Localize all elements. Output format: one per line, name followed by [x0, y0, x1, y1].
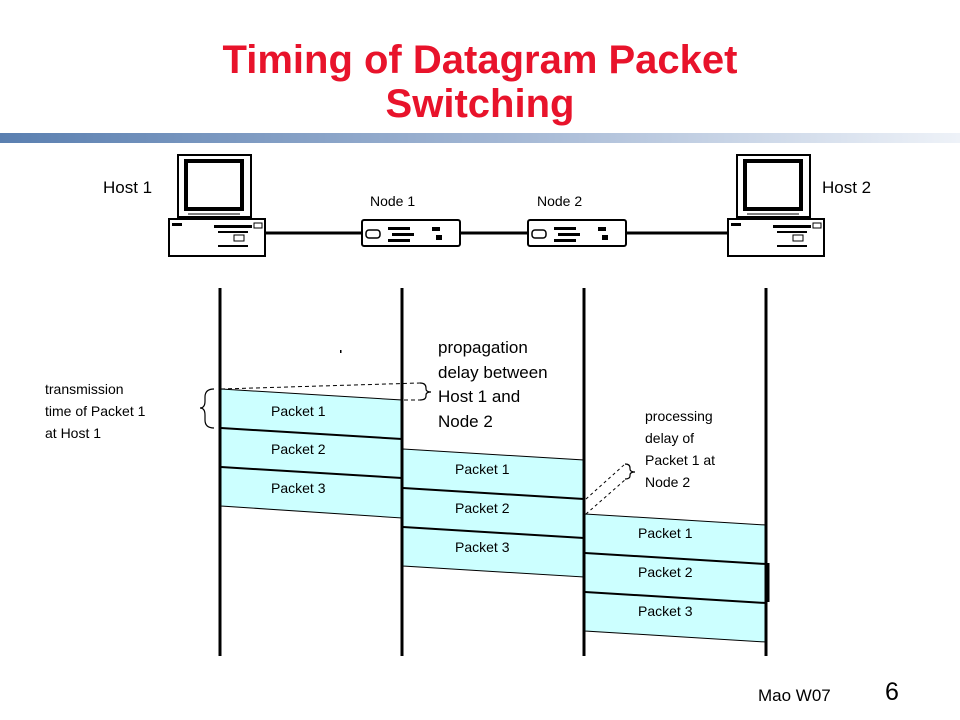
node2-router-icon — [527, 219, 627, 247]
processing-annotation: processing delay of Packet 1 at Node 2 — [645, 408, 719, 490]
packet-label: Packet 2 — [455, 500, 510, 516]
topology: Host 1 Host 2 Node 1 Node 2 — [103, 154, 871, 257]
packet-label: Packet 2 — [638, 564, 693, 580]
packet-label: Packet 1 — [638, 525, 693, 541]
title-line-2: Switching — [385, 82, 575, 126]
packet-label: Packet 2 — [271, 441, 326, 457]
packet-blocks-host1: Packet 1 Packet 2 Packet 3 — [220, 388, 403, 519]
packet-label: Packet 3 — [455, 539, 510, 555]
page-number: 6 — [885, 678, 899, 706]
processing-brace — [624, 463, 636, 480]
packet-blocks-node1: Packet 1 Packet 2 Packet 3 — [402, 448, 585, 578]
slide-title: Timing of Datagram Packet Switching — [0, 38, 960, 126]
host2-computer-icon — [727, 154, 825, 257]
host1-label: Host 1 — [103, 178, 152, 197]
transmission-annotation: transmission time of Packet 1 at Host 1 — [45, 381, 149, 441]
packet-label: Packet 1 — [455, 461, 510, 477]
propagation-annotation: propagation delay between Host 1 and Nod… — [438, 338, 552, 431]
packet-label: Packet 1 — [271, 403, 326, 419]
node1-label: Node 1 — [370, 193, 415, 209]
host2-label: Host 2 — [822, 178, 871, 197]
host1-computer-icon — [168, 154, 266, 257]
title-line-1: Timing of Datagram Packet — [222, 38, 738, 82]
propagation-brace — [419, 382, 432, 401]
packet-label: Packet 3 — [638, 603, 693, 619]
node1-router-icon — [361, 219, 461, 247]
footer-author: Mao W07 — [758, 686, 831, 705]
packet-label: Packet 3 — [271, 480, 326, 496]
transmission-brace — [199, 388, 215, 429]
packet-blocks-node2: Packet 1 Packet 2 Packet 3 — [584, 513, 767, 643]
timelines — [218, 288, 770, 656]
node2-label: Node 2 — [537, 193, 582, 209]
title-underline-bar — [0, 133, 960, 143]
